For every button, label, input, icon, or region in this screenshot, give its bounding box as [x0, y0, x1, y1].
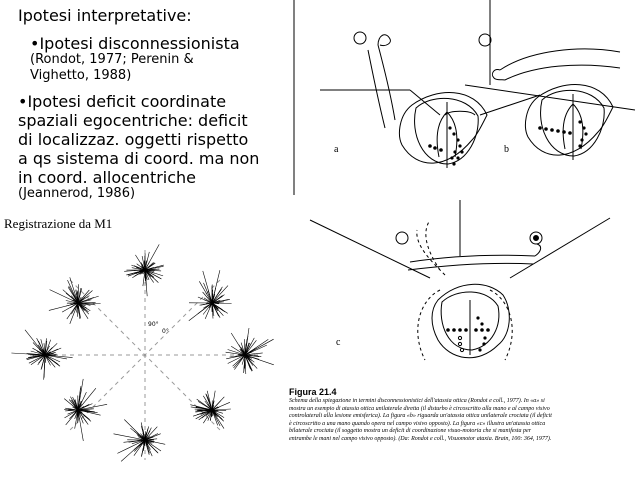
raster-burst [189, 270, 232, 321]
arm-c-solid [408, 255, 535, 270]
panel-b [465, 0, 635, 160]
left-hand [378, 35, 390, 46]
panel-a-dots [428, 126, 463, 165]
panel-label-c: c [336, 337, 341, 348]
bullet-line: di localizzaz. oggetti rispetto [18, 130, 268, 149]
bullet-line: spaziali egocentriche: deficit [18, 111, 268, 130]
disconnection-diagrams: a b [290, 0, 638, 385]
label-0: 0° [162, 328, 169, 335]
direction-guides [30, 250, 260, 460]
label-90: 90° [148, 321, 159, 328]
target-circle-left [396, 232, 408, 244]
figure-title: Figura 21.4 [289, 387, 337, 397]
head-outline [432, 284, 509, 357]
bullet-egocentric: •Ipotesi deficit coordinate spaziali ego… [18, 92, 268, 187]
left-arm [368, 45, 395, 128]
bullet-disconnection: •Ipotesi disconnessionista [30, 34, 240, 53]
target-circle [479, 34, 491, 46]
raster-burst [124, 244, 164, 296]
slide-title: Ipotesi interpretative: [18, 6, 192, 25]
m1-radial-raster-figure: 90° 0° [0, 230, 290, 479]
hand-b [492, 70, 505, 80]
head-outline [399, 93, 487, 164]
arm-b [500, 49, 620, 80]
panel-label-a: a [334, 144, 339, 155]
arm-c-dashed [426, 220, 440, 270]
panel-c-dots [446, 316, 490, 351]
raster-burst [64, 379, 107, 441]
ref-line: (Rondot, 1977; Perenin & [30, 52, 194, 68]
bullet-line: •Ipotesi deficit coordinate [18, 92, 268, 111]
raster-burst [49, 277, 101, 324]
target-circle [354, 32, 366, 44]
bullet-disconnection-refs: (Rondot, 1977; Perenin & Vighetto, 1988) [30, 52, 194, 84]
figure-caption: Schema della spiegazione in termini disc… [289, 398, 555, 444]
bullet-line: in coord. allocentriche [18, 168, 268, 187]
raster-burst [114, 420, 166, 462]
panel-c-open-dots [458, 336, 463, 351]
raster-bursts [11, 244, 273, 461]
raster-burst [190, 391, 231, 429]
panel-label-b: b [504, 144, 509, 155]
bullet-line: a qs sistema di coord. ma non [18, 149, 268, 168]
ref-line: Vighetto, 1988) [30, 68, 194, 84]
bullet-egocentric-ref: (Jeannerod, 1986) [18, 186, 135, 202]
raster-burst [226, 328, 274, 374]
